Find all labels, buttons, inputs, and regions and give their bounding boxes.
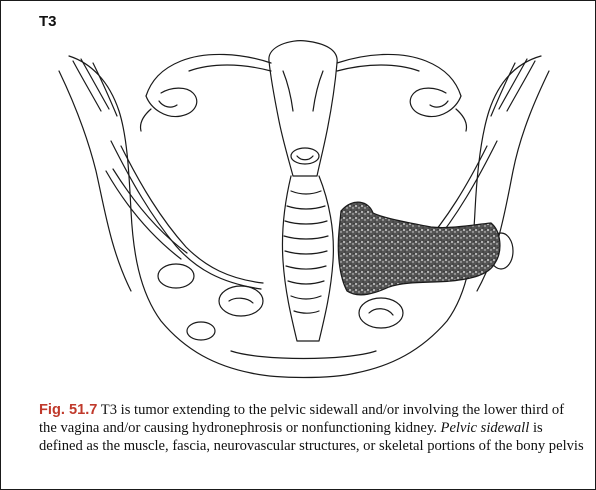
lymph-node-right	[359, 298, 403, 328]
lymph-node-left	[158, 264, 194, 288]
fallopian-tube-left	[146, 54, 271, 96]
fallopian-tube-right	[337, 54, 461, 96]
ovary-left	[146, 88, 197, 116]
figure-caption: Fig. 51.7 T3 is tumor extending to the p…	[39, 401, 584, 455]
pelvic-floor	[251, 373, 356, 378]
pelvic-wall-right	[356, 56, 541, 373]
figure-number: Fig. 51.7	[39, 402, 97, 418]
ovary-right	[410, 88, 461, 116]
pelvic-anatomy-illustration	[1, 1, 596, 386]
cervix	[291, 148, 319, 164]
uterus	[269, 41, 337, 176]
vagina	[282, 176, 333, 341]
caption-italic-term: Pelvic sidewall	[441, 420, 530, 436]
tumor-mass	[338, 202, 500, 295]
